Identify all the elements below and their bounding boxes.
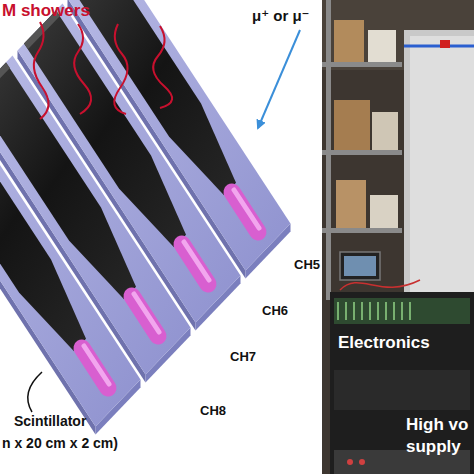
channel-label: CH8 bbox=[200, 404, 226, 418]
shower-label: M showers bbox=[2, 2, 90, 21]
photo-label: Electronics bbox=[338, 334, 430, 353]
photo-label: supply bbox=[406, 438, 461, 457]
photo-label: High vo bbox=[406, 416, 468, 435]
channel-label: CH7 bbox=[230, 350, 256, 364]
dimension-label: n x 20 cm x 2 cm) bbox=[2, 436, 118, 451]
channel-label: CH5 bbox=[294, 258, 320, 272]
particle-label: μ⁺ or μ⁻ bbox=[252, 8, 310, 25]
part-label: Scintillator bbox=[14, 414, 86, 429]
channel-label: CH6 bbox=[262, 304, 288, 318]
